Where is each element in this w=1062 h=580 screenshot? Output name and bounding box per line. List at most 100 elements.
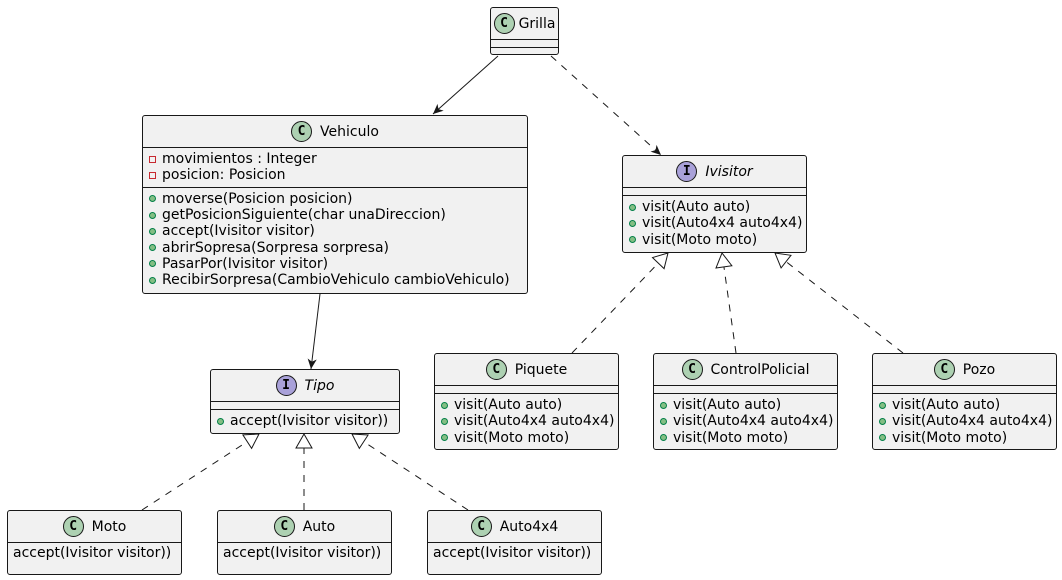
body-compartment: accept(Ivisitor visitor)) [218, 542, 391, 561]
method-row: visit(Auto auto) [660, 397, 837, 413]
class-stereotype-icon: C [273, 516, 295, 537]
class-name: ControlPolicial [710, 361, 810, 378]
method-text: visit(Moto moto) [454, 429, 570, 446]
class-name: Auto [302, 518, 336, 535]
class-name: Vehiculo [320, 123, 379, 140]
relation-grilla-ivisitor [550, 55, 662, 156]
interface-ivisitor[interactable]: I Ivisitor visit(Auto auto) visit(Auto4x… [622, 155, 807, 253]
fields-compartment: movimientos : Integer posicion: Posicion [143, 147, 527, 187]
private-visibility-icon [149, 155, 156, 163]
method-row: accept(Ivisitor visitor)) [217, 413, 399, 429]
methods-compartment: accept(Ivisitor visitor)) [211, 409, 399, 432]
fields-compartment [873, 385, 1056, 393]
method-row: visit(Moto moto) [879, 430, 1056, 446]
class-auto4x4[interactable]: C Auto4x4 accept(Ivisitor visitor)) [427, 510, 602, 575]
methods-compartment: visit(Auto auto) visit(Auto4x4 auto4x4) … [623, 195, 806, 251]
interface-name: Tipo [304, 377, 335, 394]
class-name: Grilla [518, 15, 556, 32]
class-piquete[interactable]: C Piquete visit(Auto auto) visit(Auto4x4… [434, 353, 619, 450]
method-text: visit(Auto4x4 auto4x4) [673, 413, 834, 430]
relation-vehiculo-tipo [307, 293, 321, 370]
relation-moto-tipo [141, 433, 260, 511]
method-text: visit(Auto auto) [642, 199, 751, 216]
class-moto[interactable]: C Moto accept(Ivisitor visitor)) [7, 510, 182, 575]
method-row: getPosicionSiguiente(char unaDireccion) [149, 207, 527, 223]
method-text: moverse(Posicion posicion) [162, 190, 353, 207]
public-visibility-icon [629, 219, 636, 227]
class-pozo[interactable]: C Pozo visit(Auto auto) visit(Auto4x4 au… [872, 353, 1057, 450]
method-row: visit(Moto moto) [441, 430, 618, 446]
class-vehiculo[interactable]: C Vehiculo movimientos : Integer posicio… [142, 115, 528, 294]
fields-compartment [654, 385, 837, 393]
class-auto[interactable]: C Auto accept(Ivisitor visitor)) [217, 510, 392, 575]
method-row: accept(Ivisitor visitor) [149, 223, 527, 239]
class-stereotype-icon: C [493, 13, 515, 34]
method-text: visit(Moto moto) [642, 231, 758, 248]
method-text: RecibirSorpresa(CambioVehiculo cambioVeh… [162, 272, 510, 289]
interface-name: Ivisitor [705, 163, 753, 180]
methods-compartment: moverse(Posicion posicion) getPosicionSi… [143, 186, 527, 292]
method-text: visit(Auto auto) [454, 397, 563, 414]
private-visibility-icon [149, 171, 156, 179]
methods-compartment: visit(Auto auto) visit(Auto4x4 auto4x4) … [873, 393, 1056, 449]
method-text: visit(Moto moto) [673, 429, 789, 446]
public-visibility-icon [441, 417, 448, 425]
relation-grilla-vehiculo [432, 55, 499, 115]
public-visibility-icon [660, 434, 667, 442]
public-visibility-icon [149, 227, 156, 235]
method-text: abrirSopresa(Sorpresa sorpresa) [162, 239, 389, 256]
relation-auto4x4-tipo [351, 433, 469, 511]
method-row: PasarPor(Ivisitor visitor) [149, 256, 527, 272]
body-compartment: accept(Ivisitor visitor)) [428, 542, 601, 561]
public-visibility-icon [441, 434, 448, 442]
public-visibility-icon [629, 203, 636, 211]
method-text: visit(Moto moto) [892, 429, 1008, 446]
methods-compartment [491, 47, 558, 55]
method-row: RecibirSorpresa(CambioVehiculo cambioVeh… [149, 272, 527, 288]
class-stereotype-icon: C [62, 516, 84, 537]
fields-compartment [491, 39, 558, 47]
relation-controlpolicial-ivisitor [715, 252, 737, 354]
public-visibility-icon [879, 401, 886, 409]
public-visibility-icon [149, 260, 156, 268]
methods-compartment: visit(Auto auto) visit(Auto4x4 auto4x4) … [435, 393, 618, 449]
method-text: PasarPor(Ivisitor visitor) [162, 255, 329, 272]
public-visibility-icon [660, 401, 667, 409]
relation-piquete-ivisitor [571, 252, 669, 354]
method-text: accept(Ivisitor visitor)) [230, 413, 389, 430]
class-stereotype-icon: C [485, 359, 507, 380]
methods-compartment: visit(Auto auto) visit(Auto4x4 auto4x4) … [654, 393, 837, 449]
method-text: visit(Auto4x4 auto4x4) [892, 413, 1053, 430]
relation-pozo-ivisitor [774, 252, 904, 354]
method-row: visit(Auto auto) [879, 397, 1056, 413]
method-text: visit(Auto auto) [892, 397, 1001, 414]
interface-stereotype-icon: I [676, 161, 698, 182]
class-controlpolicial[interactable]: C ControlPolicial visit(Auto auto) visit… [653, 353, 838, 450]
class-name: Piquete [514, 361, 568, 378]
method-text: visit(Auto4x4 auto4x4) [642, 215, 803, 232]
class-stereotype-icon: C [291, 121, 313, 142]
public-visibility-icon [441, 401, 448, 409]
interface-stereotype-icon: I [275, 375, 297, 396]
method-row: moverse(Posicion posicion) [149, 191, 527, 207]
method-text: visit(Auto4x4 auto4x4) [454, 413, 615, 430]
fields-compartment [211, 401, 399, 409]
interface-tipo[interactable]: I Tipo accept(Ivisitor visitor)) [210, 369, 400, 434]
method-text: getPosicionSiguiente(char unaDireccion) [162, 207, 446, 224]
public-visibility-icon [629, 236, 636, 244]
public-visibility-icon [879, 417, 886, 425]
method-row: visit(Auto auto) [441, 397, 618, 413]
class-grilla[interactable]: C Grilla [490, 7, 559, 55]
public-visibility-icon [149, 211, 156, 219]
public-visibility-icon [149, 195, 156, 203]
class-stereotype-icon: C [933, 359, 955, 380]
method-row: visit(Moto moto) [629, 232, 806, 248]
class-name: Moto [91, 518, 127, 535]
field-row: posicion: Posicion [149, 167, 527, 183]
method-row: visit(Auto4x4 auto4x4) [660, 413, 837, 429]
method-row: visit(Auto4x4 auto4x4) [629, 215, 806, 231]
public-visibility-icon [660, 417, 667, 425]
field-text: posicion: Posicion [162, 167, 286, 184]
class-name: Auto4x4 [499, 518, 559, 535]
field-text: movimientos : Integer [162, 151, 317, 168]
